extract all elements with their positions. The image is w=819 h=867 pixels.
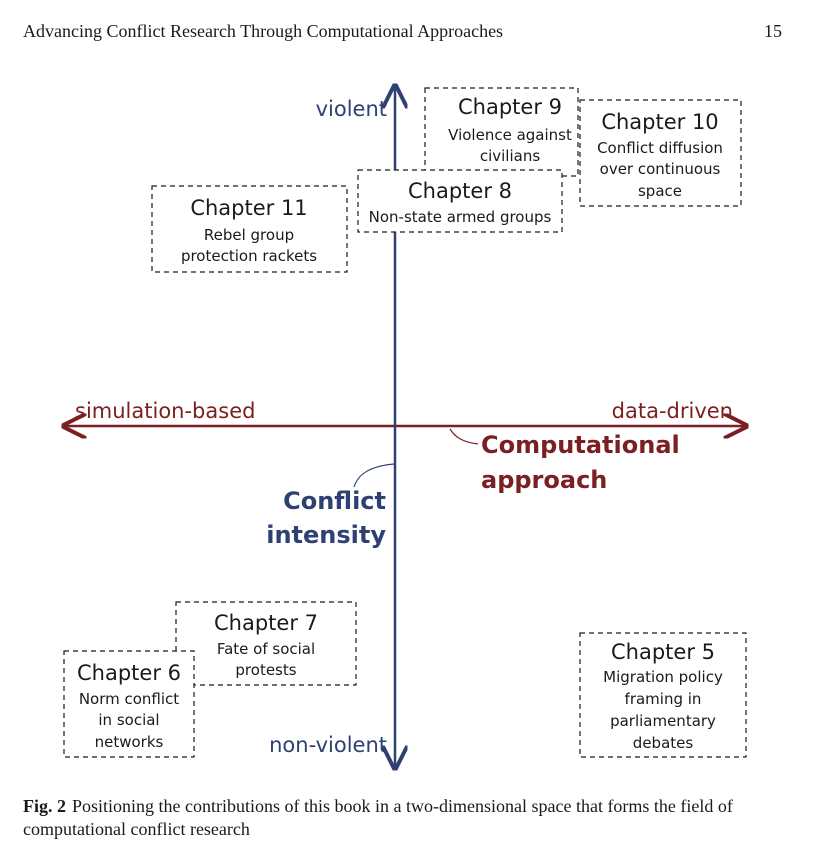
axis-label-data-driven: data-driven — [612, 399, 733, 423]
axis-label-non-violent: non-violent — [269, 733, 387, 757]
chapter-9-title: Chapter 9 — [458, 95, 562, 119]
chapter-7-line: Fate of social — [217, 640, 315, 658]
chapter-7-box: Chapter 7 Fate of social protests — [175, 601, 357, 686]
chapter-8-box: Chapter 8 Non-state armed groups — [357, 169, 563, 233]
chapter-10-line: over continuous — [600, 160, 721, 178]
chapter-8-line: Non-state armed groups — [369, 208, 552, 226]
axis-title-computational-line2: approach — [481, 466, 607, 494]
chapter-11-line: protection rackets — [181, 247, 317, 265]
axis-title-conflict-line2: intensity — [266, 521, 386, 549]
chapter-6-line: Norm conflict — [79, 690, 179, 708]
axis-title-computational-line1: Computational — [481, 431, 680, 459]
axis-label-violent: violent — [316, 97, 387, 121]
chapter-11-line: Rebel group — [204, 226, 294, 244]
running-header: Advancing Conflict Research Through Comp… — [23, 21, 504, 41]
chapter-5-title: Chapter 5 — [611, 640, 715, 664]
chapter-10-box: Chapter 10 Conflict diffusion over conti… — [579, 99, 742, 207]
chapter-5-line: debates — [633, 734, 694, 752]
figure-caption-label: Fig. 2 — [23, 796, 66, 816]
chapter-5-box: Chapter 5 Migration policy framing in pa… — [579, 632, 747, 758]
computational-approach-leader — [449, 428, 479, 445]
chapter-9-line: civilians — [480, 147, 540, 165]
chapter-10-line: space — [638, 182, 682, 200]
chapter-6-line: in social — [98, 711, 159, 729]
page-number: 15 — [764, 21, 782, 41]
chapter-10-line: Conflict diffusion — [597, 139, 723, 157]
axis-title-conflict-line1: Conflict — [283, 487, 386, 515]
chapter-7-line: protests — [235, 661, 296, 679]
chapter-9-box: Chapter 9 Violence against civilians — [424, 87, 579, 177]
chapter-10-title: Chapter 10 — [601, 110, 718, 134]
chapter-5-line: framing in — [625, 690, 702, 708]
conflict-intensity-leader — [353, 463, 395, 488]
chapter-6-title: Chapter 6 — [77, 661, 181, 685]
chapter-6-line: networks — [95, 733, 164, 751]
figure-caption-text: Positioning the contributions of this bo… — [23, 796, 733, 839]
chapter-5-line: parliamentary — [610, 712, 716, 730]
chapter-11-title: Chapter 11 — [190, 196, 307, 220]
axis-label-simulation-based: simulation-based — [75, 399, 255, 423]
chapter-8-title: Chapter 8 — [408, 179, 512, 203]
chapter-5-line: Migration policy — [603, 668, 723, 686]
chapter-7-title: Chapter 7 — [214, 611, 318, 635]
chapter-11-box: Chapter 11 Rebel group protection racket… — [151, 185, 348, 273]
chapter-6-box: Chapter 6 Norm conflict in social networ… — [63, 650, 195, 758]
chapter-9-line: Violence against — [448, 126, 572, 144]
positioning-figure: violent non-violent simulation-based dat… — [0, 0, 819, 790]
